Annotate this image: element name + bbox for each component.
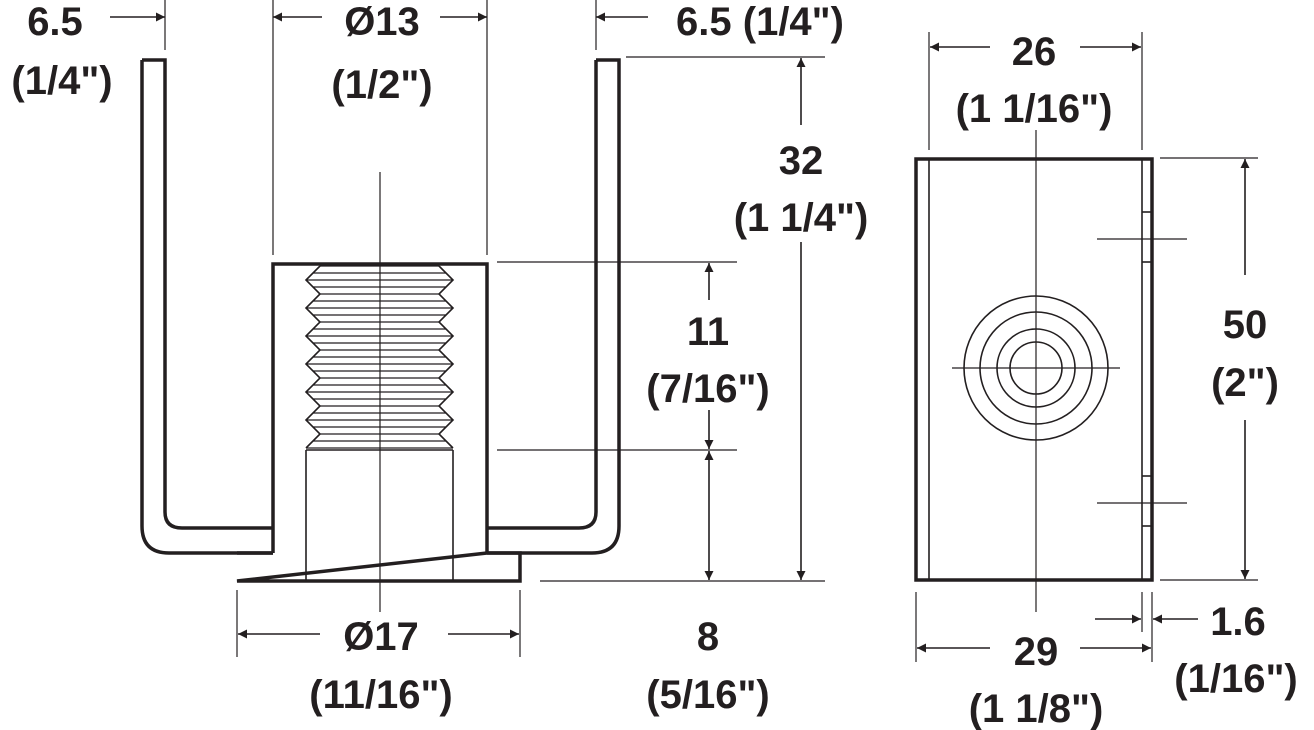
threaded-insert bbox=[236, 262, 522, 583]
thickness-dim-imperial: (1/16") bbox=[1174, 657, 1297, 701]
inner-width-dim-imperial: (1 1/16") bbox=[956, 87, 1113, 131]
base-diameter-dim-imperial: (11/16") bbox=[309, 673, 453, 717]
u-bracket bbox=[140, 58, 621, 555]
top-extension-lines bbox=[164, 0, 597, 255]
inner-diameter-dim-imperial: (1/2") bbox=[331, 63, 432, 107]
mounting-plate bbox=[914, 157, 1154, 582]
outer-width-dim-label: 29 bbox=[1014, 630, 1059, 674]
side-view: 6.5 (1/4") Ø13 (1/2") 6.5 (1/4") 32 (1 1… bbox=[11, 0, 868, 717]
left-wall-dim-label: 6.5 bbox=[27, 0, 83, 44]
total-height-dim-label: 32 bbox=[779, 139, 824, 183]
right-wall-dim-label: 6.5 (1/4") bbox=[676, 0, 844, 44]
total-height-dim-imperial: (1 1/4") bbox=[734, 196, 869, 240]
thread-height-dim-imperial: (7/16") bbox=[646, 367, 769, 411]
thread-height-dim-label: 11 bbox=[687, 310, 729, 354]
height-dim-label: 50 bbox=[1223, 303, 1268, 347]
outer-width-dim-imperial: (1 1/8") bbox=[969, 687, 1104, 730]
base-height-dim-label: 8 bbox=[697, 615, 719, 659]
left-wall-dim-imperial: (1/4") bbox=[11, 59, 112, 103]
inner-width-dim-label: 26 bbox=[1012, 30, 1057, 74]
front-view: 26 (1 1/16") 50 (2") 29 (1 1/8") 1.6 (1/… bbox=[914, 30, 1298, 730]
base-diameter-dim-label: Ø17 bbox=[343, 615, 419, 659]
height-dim-imperial: (2") bbox=[1211, 361, 1279, 405]
base-height-dim-imperial: (5/16") bbox=[646, 673, 769, 717]
inner-diameter-dim-label: Ø13 bbox=[344, 0, 420, 44]
thickness-dim-label: 1.6 bbox=[1210, 600, 1266, 644]
